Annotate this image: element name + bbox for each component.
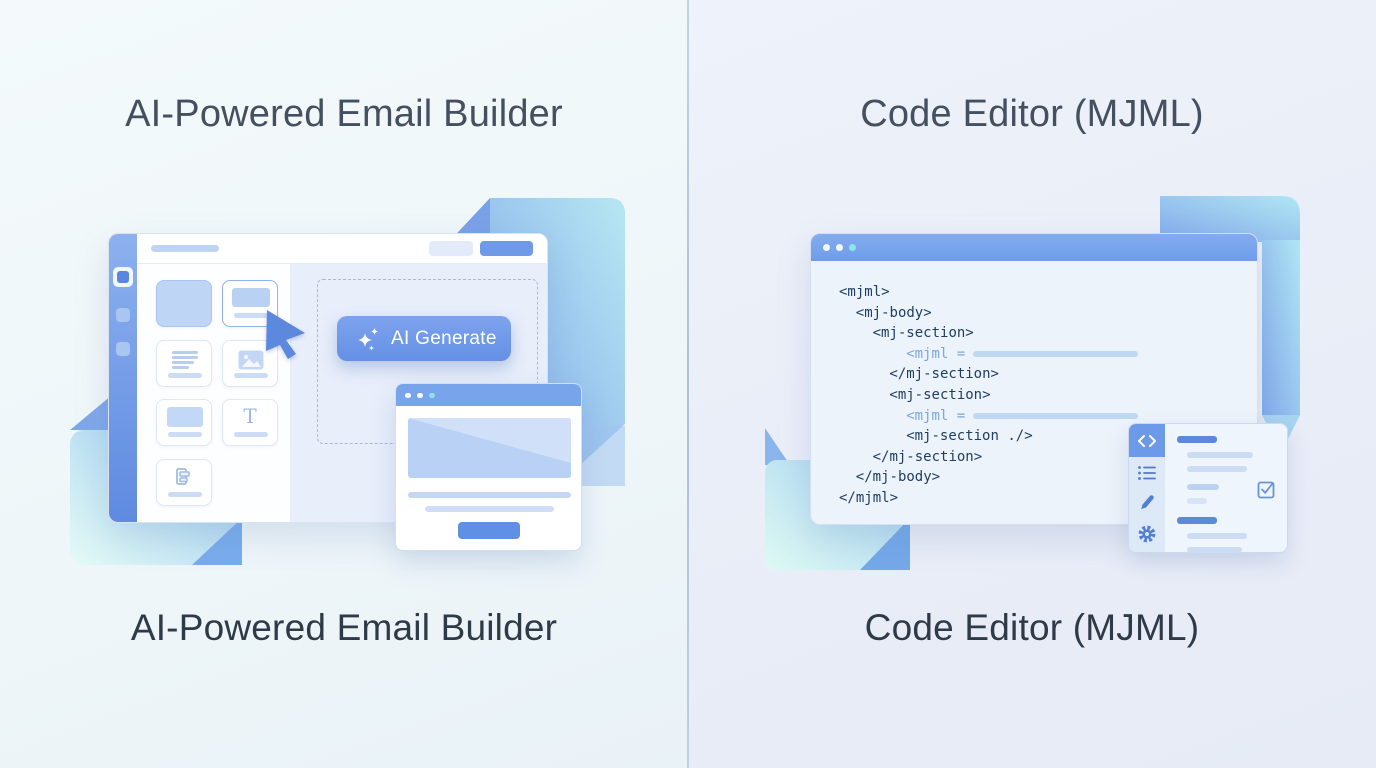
email-preview-window: [395, 383, 582, 551]
block-card-typography[interactable]: T: [222, 399, 278, 446]
text-placeholder: [1187, 547, 1242, 553]
block-label-placeholder: [234, 313, 268, 318]
code-line: </mj-body>: [855, 469, 941, 486]
mini-panel-rail: [1129, 424, 1165, 552]
block-card-banner[interactable]: [156, 399, 212, 446]
block-label-placeholder: [168, 373, 202, 378]
type-T-icon: T: [243, 404, 257, 428]
block-label-placeholder: [234, 432, 268, 437]
image-icon: [238, 350, 264, 370]
sidebar-blocks-icon[interactable]: [113, 267, 133, 287]
window-dot: [836, 244, 843, 251]
code-line: </mjml>: [839, 489, 899, 506]
text-placeholder: [1187, 498, 1207, 504]
text-placeholder: [1187, 466, 1247, 472]
block-card-columns[interactable]: [156, 459, 212, 506]
block-card-hero[interactable]: [222, 280, 278, 327]
text-lines-icon: [172, 351, 198, 371]
heading-placeholder: [1177, 517, 1217, 524]
gear-icon[interactable]: [1129, 524, 1165, 544]
ai-generate-button[interactable]: AI Generate: [337, 316, 511, 361]
left-caption: AI-Powered Email Builder: [130, 607, 558, 648]
block-card-section[interactable]: [156, 280, 212, 327]
window-dot: [429, 392, 435, 398]
sidebar-tool-icon[interactable]: [116, 342, 130, 356]
code-lines: <mjml><mj-body><mj-section><mjml =</mj-s…: [839, 282, 1247, 509]
right-title: Code Editor (MJML): [860, 93, 1204, 135]
window-title-placeholder: [151, 245, 219, 252]
block-label-placeholder: [168, 492, 202, 497]
block-label-placeholder: [168, 432, 202, 437]
left-title: AI-Powered Email Builder: [125, 93, 563, 135]
sidebar-tool-icon[interactable]: [116, 308, 130, 322]
ai-generate-label: AI Generate: [391, 327, 497, 349]
left-panel: AI-Powered Email Builder: [0, 0, 688, 768]
block-card-image[interactable]: [222, 340, 278, 387]
heading-placeholder: [1177, 436, 1217, 443]
block-thumbnail: [167, 407, 203, 427]
columns-icon: [176, 468, 190, 485]
mini-preview-panel: [1128, 423, 1288, 553]
builder-sidebar: [109, 234, 137, 522]
sparkles-icon: [358, 327, 379, 351]
text-placeholder: [408, 492, 571, 498]
code-editor-window: <mjml><mj-body><mj-section><mjml =</mj-s…: [810, 233, 1258, 525]
text-placeholder: [1187, 484, 1219, 490]
code-line: <mjml =: [839, 406, 1247, 427]
decor-folded-ribbon-top-right: [1160, 196, 1300, 453]
text-placeholder: [425, 506, 554, 512]
code-editor-illustration: <mjml><mj-body><mj-section><mjml =</mj-s…: [688, 0, 1376, 768]
block-label-placeholder: [234, 373, 268, 378]
code-placeholder-bar: [973, 350, 1139, 357]
code-line: <mj-section>: [889, 386, 991, 403]
window-dot: [417, 392, 423, 398]
topbar-secondary-button[interactable]: [429, 241, 473, 256]
block-card-text[interactable]: [156, 340, 212, 387]
window-dot: [405, 392, 411, 398]
panel-divider: [687, 0, 689, 768]
code-placeholder-bar: [973, 412, 1139, 419]
window-dot: [823, 244, 830, 251]
code-line: <mj-body>: [855, 304, 932, 321]
right-caption: Code Editor (MJML): [864, 607, 1200, 648]
email-builder-illustration: T: [70, 198, 625, 565]
right-panel: Code Editor (MJML): [688, 0, 1376, 768]
window-dot: [849, 244, 856, 251]
checkbox-checked-icon[interactable]: [1257, 480, 1276, 499]
code-line: <mj-section ./>: [906, 428, 1033, 445]
code-line: <mjml =: [839, 344, 1247, 365]
text-placeholder: [1187, 533, 1247, 539]
code-icon[interactable]: [1129, 424, 1165, 457]
list-icon[interactable]: [1129, 465, 1165, 481]
block-palette: T: [137, 264, 291, 522]
cursor-icon: [266, 310, 305, 359]
topbar-primary-button[interactable]: [480, 241, 533, 256]
code-line: <mj-section>: [872, 325, 974, 342]
text-placeholder: [1187, 452, 1253, 458]
preview-cta-button[interactable]: [458, 522, 520, 539]
block-thumbnail: [232, 288, 270, 307]
preview-titlebar: [396, 384, 581, 406]
builder-topbar: [137, 234, 547, 264]
editor-titlebar: [811, 234, 1257, 261]
mini-panel-content: [1165, 424, 1287, 553]
code-line: <mjml>: [839, 284, 890, 300]
code-line: </mj-section>: [872, 448, 983, 465]
pencil-icon[interactable]: [1129, 494, 1165, 512]
code-line: </mj-section>: [889, 366, 999, 383]
hero-image-placeholder: [408, 418, 571, 478]
